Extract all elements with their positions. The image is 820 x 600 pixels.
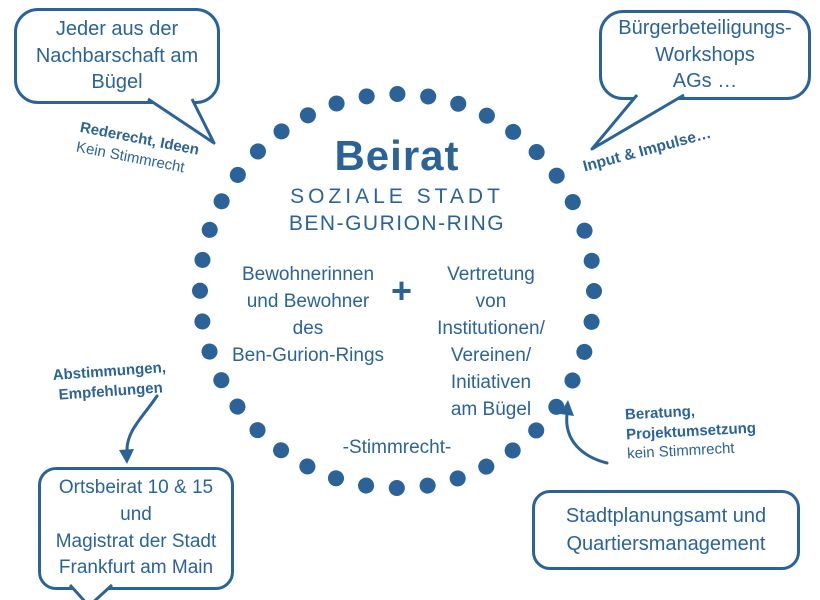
annotation-top-left: Rederecht, Ideen Kein Stimmrecht [75, 118, 201, 179]
arrow-to-ortsbeirat-icon [125, 394, 159, 454]
bubble-workshops: Bürgerbeteiligungs- Workshops AGs … [599, 10, 811, 100]
arrow-to-ortsbeirat-head-icon [119, 449, 134, 464]
box-stadtplanungsamt: Stadtplanungsamt und Quartiersmanagement [532, 490, 800, 570]
bubble-workshops-text: Bürgerbeteiligungs- Workshops AGs … [618, 17, 792, 93]
voting-note: -Stimmrecht- [342, 437, 452, 458]
box-ortsbeirat: Ortsbeirat 10 & 15 und Magistrat der Sta… [38, 467, 234, 590]
annotation-bottom-left-bold: Abstimmungen, Empfehlungen [52, 359, 167, 404]
plus-sign: + [391, 270, 413, 311]
bubble-neighborhood: Jeder aus der Nachbarschaft am Bügel [14, 8, 220, 104]
circle-subtitle-1: SOZIALE STADT [290, 185, 504, 208]
annotation-top-right-bold: Input & Impulse… [581, 124, 713, 176]
members-left-text: Bewohnerinnen und Bewohner des Ben-Gurio… [231, 264, 385, 366]
annotation-bottom-left: Abstimmungen, Empfehlungen [43, 357, 177, 405]
arrow-from-stadtplanungsamt-icon [565, 412, 609, 465]
circle-header: Beirat SOZIALE STADT BEN-GURION-RING [247, 132, 547, 236]
bubble-neighborhood-text: Jeder aus der Nachbarschaft am Bügel [35, 18, 199, 94]
circle-title: Beirat [334, 132, 460, 179]
box-ortsbeirat-text: Ortsbeirat 10 & 15 und Magistrat der Sta… [55, 476, 217, 579]
members-right-text: Vertretung von Institutionen/ Vereinen/ … [437, 264, 545, 420]
circle-subtitle-2: BEN-GURION-RING [288, 212, 506, 235]
annotation-bottom-right-bold: Beratung, Projektumsetzung [624, 402, 757, 443]
box-stadtplanungsamt-text: Stadtplanungsamt und Quartiersmanagement [565, 505, 767, 555]
annotation-top-right: Input & Impulse… [581, 124, 713, 178]
annotation-bottom-right: Beratung, Projektumsetzung kein Stimmrec… [625, 399, 758, 464]
